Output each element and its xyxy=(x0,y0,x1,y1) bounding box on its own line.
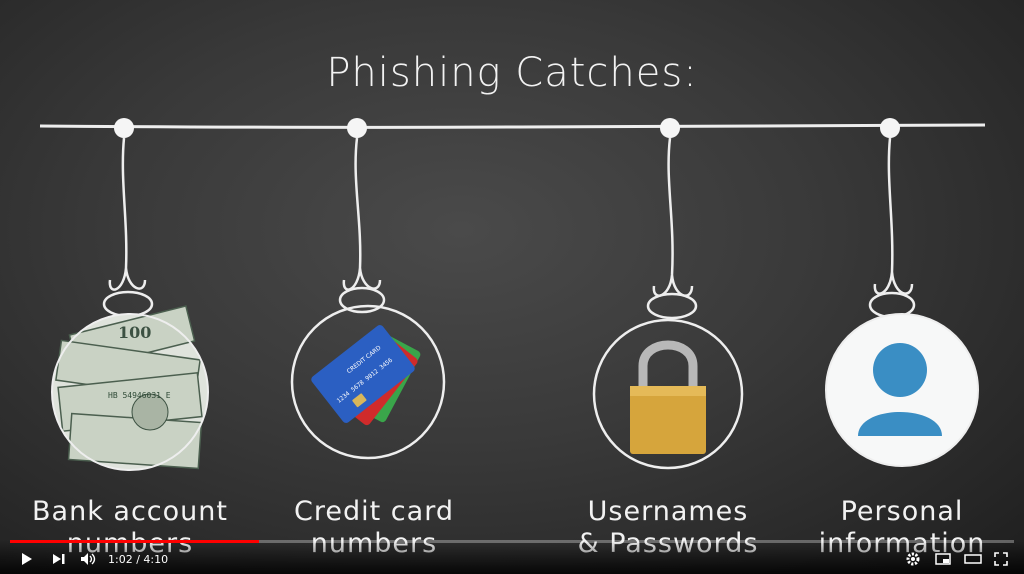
miniplayer-button[interactable] xyxy=(935,552,951,570)
hook-ring xyxy=(338,286,386,314)
fullscreen-icon xyxy=(994,552,1008,566)
svg-text:100: 100 xyxy=(118,323,151,342)
progress-fill xyxy=(10,540,259,543)
progress-bar[interactable] xyxy=(10,540,1014,543)
volume-icon xyxy=(81,553,96,565)
time-current: 1:02 xyxy=(108,553,133,566)
settings-button[interactable] xyxy=(906,552,920,570)
slide-title: Phishing Catches: xyxy=(326,50,698,96)
label-line: Personal xyxy=(840,496,964,527)
player-controls: 1:02 / 4:10 xyxy=(0,540,1024,574)
hook-icon xyxy=(108,137,147,291)
hook-ring xyxy=(102,290,154,318)
label-line: Bank account xyxy=(32,496,228,527)
time-display: 1:02 / 4:10 xyxy=(108,553,168,566)
rope-knot xyxy=(347,118,367,138)
hook-icon xyxy=(342,137,382,291)
time-separator: / xyxy=(136,553,140,566)
rope-knot xyxy=(660,118,680,138)
credit-card-icon: CREDIT CARD 1234 5678 9012 3456 xyxy=(311,325,421,426)
volume-button[interactable] xyxy=(80,552,98,570)
hook-icon xyxy=(652,137,694,297)
rope-knot xyxy=(880,118,900,138)
fullscreen-button[interactable] xyxy=(994,552,1008,570)
hook-icon xyxy=(873,137,914,295)
money-icon: 100 HB 54946031 E xyxy=(52,305,208,470)
settings-icon xyxy=(906,552,920,566)
play-button[interactable] xyxy=(20,552,34,570)
label-line: Credit card xyxy=(294,496,454,527)
person-icon xyxy=(826,314,978,466)
theater-button[interactable] xyxy=(964,552,982,570)
hook-ring xyxy=(646,292,698,320)
label-line: Usernames xyxy=(587,496,749,527)
rope-knot xyxy=(114,118,134,138)
next-icon xyxy=(53,554,65,564)
rope-line xyxy=(39,123,986,129)
play-icon xyxy=(22,553,32,565)
svg-text:HB 54946031 E: HB 54946031 E xyxy=(108,391,171,400)
time-total: 4:10 xyxy=(143,553,169,566)
padlock-icon xyxy=(630,340,706,454)
next-button[interactable] xyxy=(52,552,66,570)
miniplayer-icon xyxy=(935,553,951,565)
theater-icon xyxy=(964,554,982,564)
